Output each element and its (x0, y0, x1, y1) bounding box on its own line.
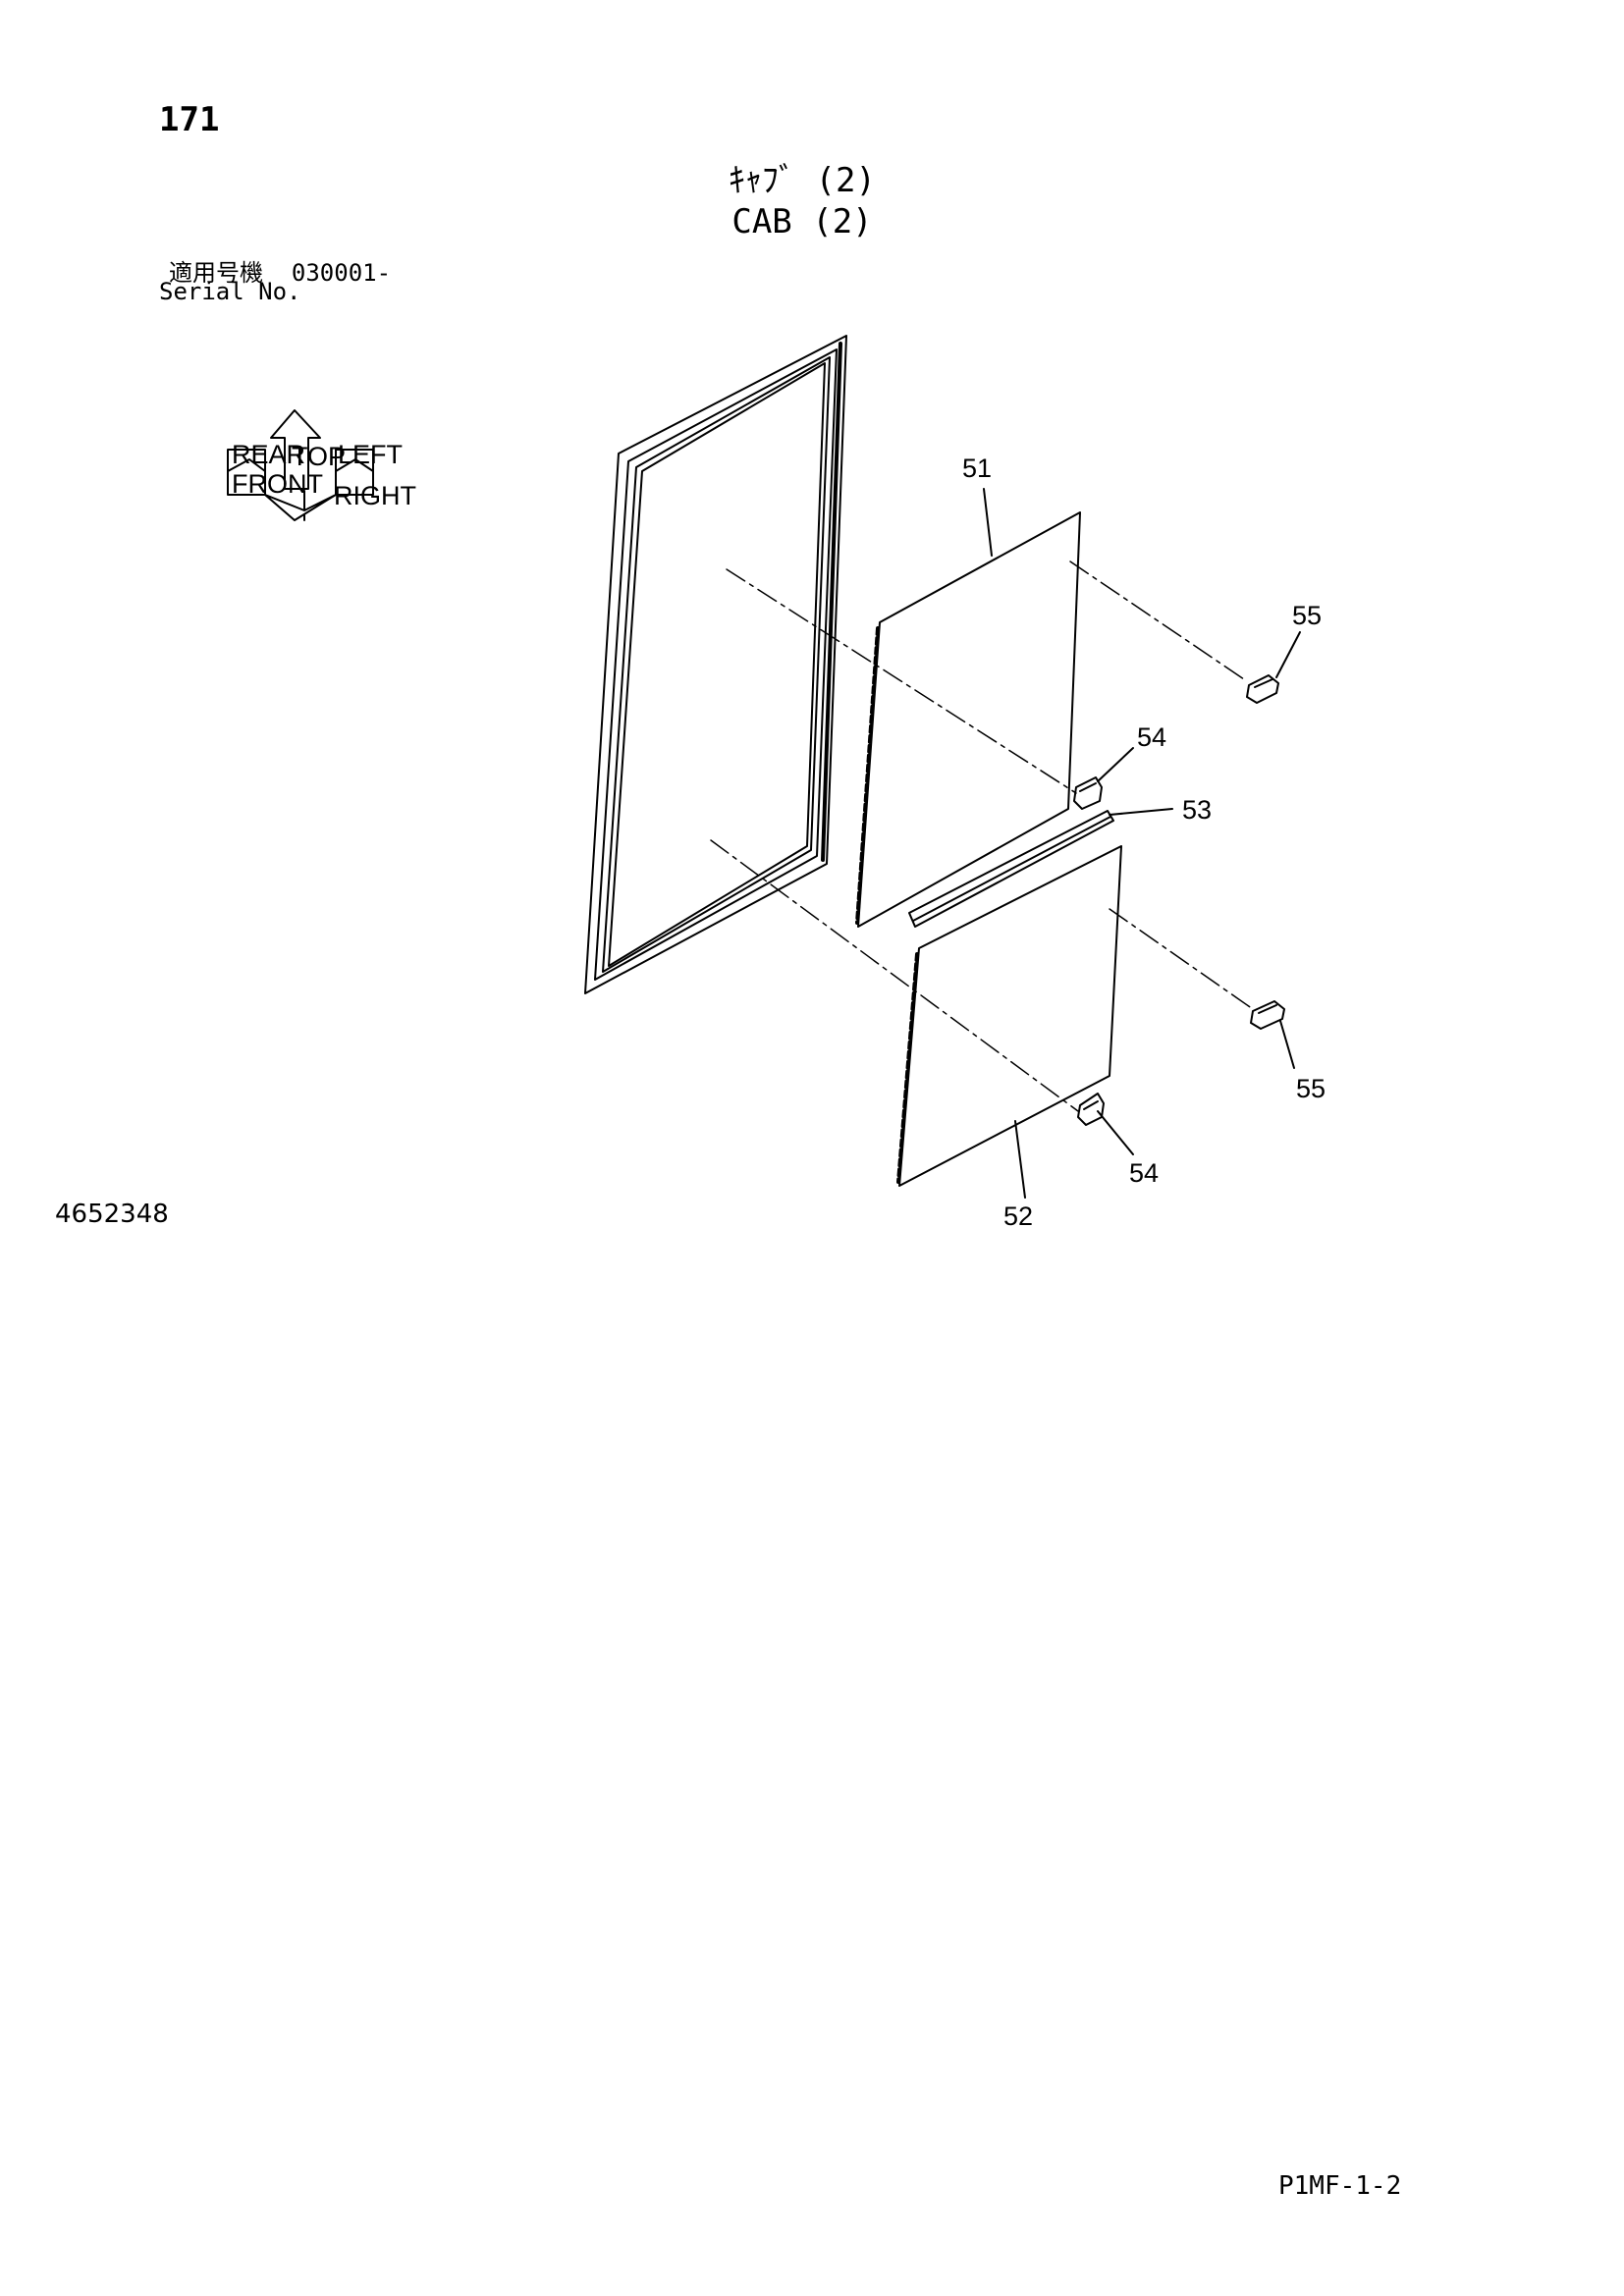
title-english: CAB (2) (731, 202, 873, 241)
page-number: 171 (159, 100, 220, 139)
latch-upper-55 (1246, 674, 1279, 704)
callout-55-upper: 55 (1292, 601, 1322, 630)
assembly-lines (710, 561, 1254, 1112)
seal-strip (908, 810, 1114, 928)
serial-label-english: Serial No. (159, 278, 301, 305)
document-number: 4652348 (55, 1200, 169, 1229)
orientation-label-left: LEFT (338, 440, 403, 469)
page-code: P1MF-1-2 (1278, 2171, 1402, 2201)
upper-glass (857, 511, 1081, 928)
callout-53: 53 (1182, 795, 1212, 825)
orientation-label-top: TOP (292, 442, 346, 471)
serial-value: 030001- (291, 259, 392, 287)
window-frame-seal (584, 335, 847, 994)
serial-label-japanese: 適用号機 030001- (169, 253, 391, 288)
orientation-label-front: FRONT (232, 469, 323, 499)
callout-55-lower: 55 (1296, 1074, 1326, 1103)
title-japanese: ｷｬﾌﾞ (2) (729, 161, 876, 200)
orientation-label-right: RIGHT (334, 481, 416, 510)
stopper-lower-54 (1077, 1093, 1105, 1126)
latch-lower-55 (1250, 1000, 1285, 1030)
callout-54-lower: 54 (1129, 1158, 1159, 1188)
callout-52: 52 (1003, 1201, 1033, 1231)
callout-51: 51 (962, 454, 992, 483)
stopper-upper-54 (1073, 776, 1103, 810)
serial-label-jp-text: 適用号機 (169, 259, 263, 287)
orientation-arrows-icon: FRONT RIGHT TOP REAR LEFT (227, 409, 416, 521)
leader-lines (983, 488, 1301, 1199)
callout-54-upper: 54 (1137, 722, 1166, 752)
lower-glass (898, 845, 1122, 1187)
orientation-label-rear: REAR (232, 440, 305, 469)
